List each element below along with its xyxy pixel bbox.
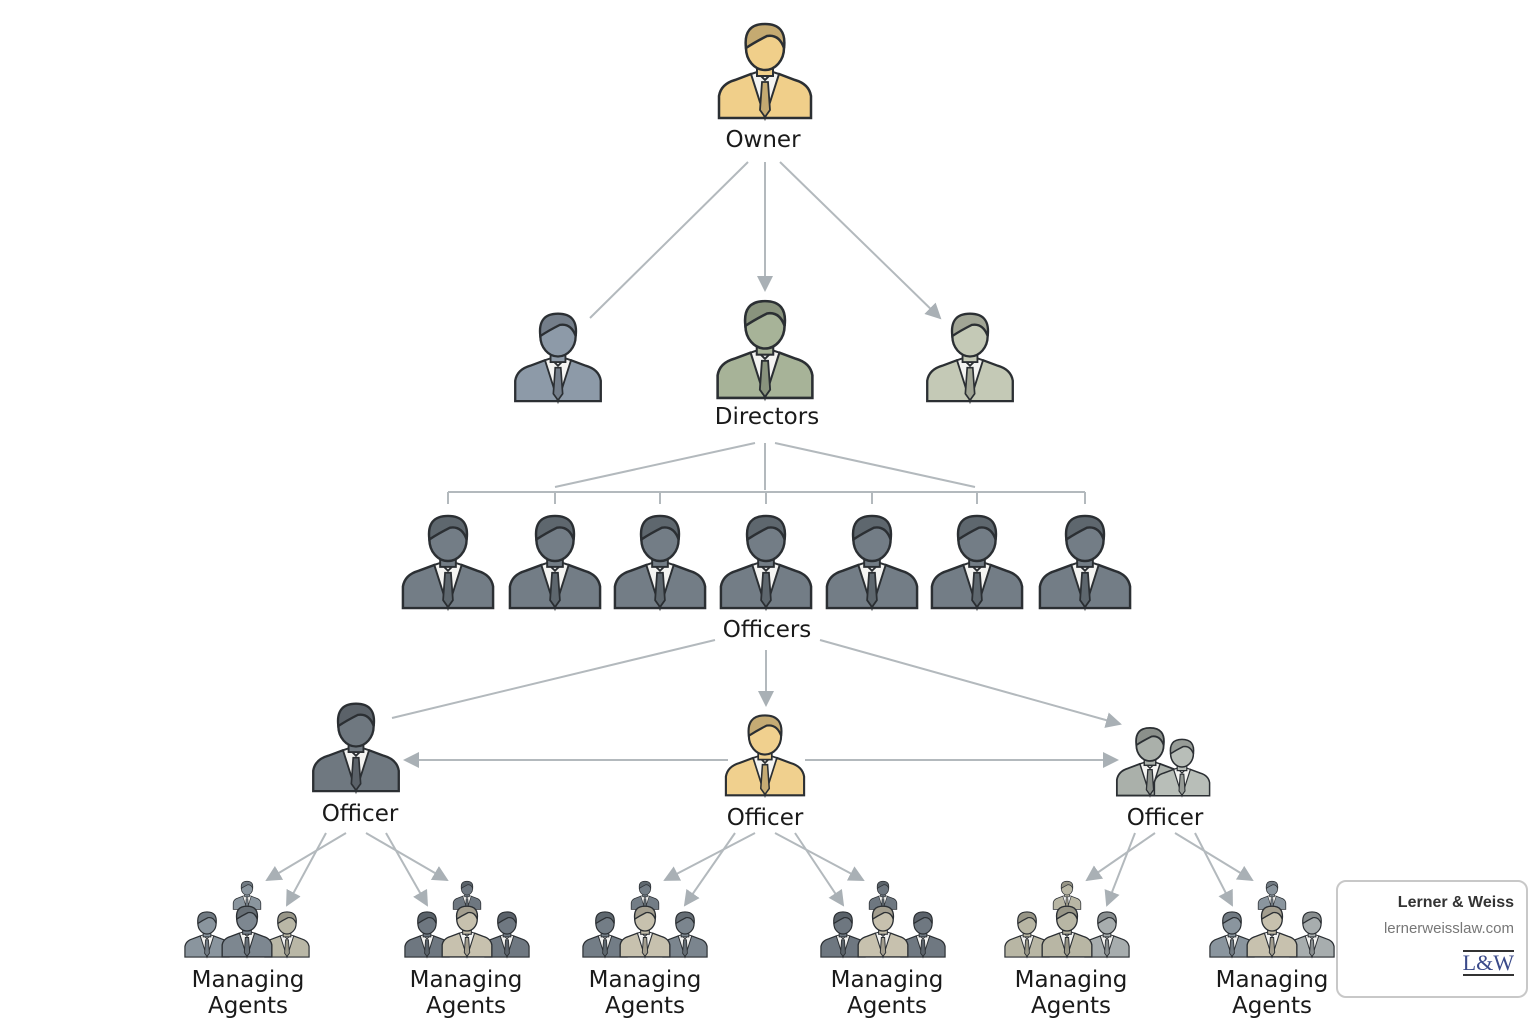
agent-icon — [662, 911, 708, 959]
connector-line — [683, 832, 736, 907]
agent-icon — [264, 911, 310, 959]
agent-icon — [484, 911, 530, 959]
connector-line — [774, 442, 976, 488]
agent-label-line2: Agents — [846, 993, 928, 1019]
agent-icon — [1289, 911, 1335, 959]
agent-label-line2: Agents — [604, 993, 686, 1019]
agent-label-line1: Managing — [191, 967, 305, 993]
connector-line — [391, 639, 716, 719]
connector-line — [1104, 832, 1136, 907]
connector-line — [779, 161, 942, 320]
agent-label-line1: Managing — [1014, 967, 1128, 993]
officer-label-2: Officer — [726, 805, 804, 831]
agent-icon — [1041, 905, 1093, 959]
owner-label: Owner — [725, 127, 801, 153]
connector-line — [1194, 832, 1233, 907]
officers-label: Officers — [722, 617, 812, 643]
connector-lines — [265, 161, 1254, 907]
law-firm-logo: L&W — [1462, 950, 1514, 976]
agent-icon — [1052, 880, 1082, 911]
agent-icon — [184, 911, 230, 959]
agent-icon — [1084, 911, 1130, 959]
agent-label-line2: Agents — [425, 993, 507, 1019]
agent-icon — [232, 880, 262, 911]
agent-icon — [900, 911, 946, 959]
connector-line — [819, 639, 1122, 728]
connector-line — [365, 832, 449, 882]
watermark-badge[interactable]: Lerner & Weiss lernerweisslaw.com L&W — [1336, 880, 1528, 998]
officer-label-3: Officer — [1126, 805, 1204, 831]
officer-label-1: Officer — [321, 801, 399, 827]
officer-icon — [719, 514, 813, 612]
director-icon — [514, 312, 602, 405]
director-icon — [716, 299, 814, 402]
agent-icon — [1246, 905, 1298, 959]
connector-line — [663, 832, 756, 881]
agent-icon — [630, 880, 660, 911]
watermark-url[interactable]: lernerweisslaw.com — [1383, 920, 1514, 937]
agent-label-line1: Managing — [588, 967, 702, 993]
agent-icon — [857, 905, 909, 959]
agent-icon — [1209, 911, 1255, 959]
agent-label-line1: Managing — [830, 967, 944, 993]
officer-icon — [401, 514, 495, 612]
connector-line — [794, 832, 845, 907]
connector-line — [1174, 832, 1254, 882]
owner-icon — [717, 22, 813, 122]
agent-label-line2: Agents — [207, 993, 289, 1019]
agent-icon — [452, 880, 482, 911]
director-icon — [926, 312, 1014, 405]
connector-line — [554, 442, 756, 488]
agent-icon — [221, 905, 273, 959]
agent-icon — [1004, 911, 1050, 959]
connector-line — [589, 161, 749, 319]
agent-icon — [441, 905, 493, 959]
directors-label: Directors — [714, 404, 820, 430]
agent-icon — [582, 911, 628, 959]
agent-label-line1: Managing — [1215, 967, 1329, 993]
agent-icon — [1257, 880, 1287, 911]
watermark-name: Lerner & Weiss — [1397, 894, 1514, 911]
connector-line — [286, 832, 327, 907]
officer-icon — [825, 514, 919, 612]
agent-icon — [619, 905, 671, 959]
officer-node-icon — [1153, 738, 1211, 798]
connector-line — [265, 832, 347, 882]
officer-icon — [613, 514, 707, 612]
officer-node-icon — [724, 714, 806, 799]
officer-icon — [930, 514, 1024, 612]
agent-label-line1: Managing — [409, 967, 523, 993]
connector-line — [385, 832, 428, 907]
officer-icon — [1038, 514, 1132, 612]
people-icons — [184, 22, 1335, 959]
connector-line — [774, 832, 865, 881]
connector-line — [1085, 832, 1156, 882]
officer-node-icon — [312, 702, 400, 795]
officer-icon — [508, 514, 602, 612]
agent-icon — [868, 880, 898, 911]
agent-label-line2: Agents — [1030, 993, 1112, 1019]
agent-label-line2: Agents — [1231, 993, 1313, 1019]
